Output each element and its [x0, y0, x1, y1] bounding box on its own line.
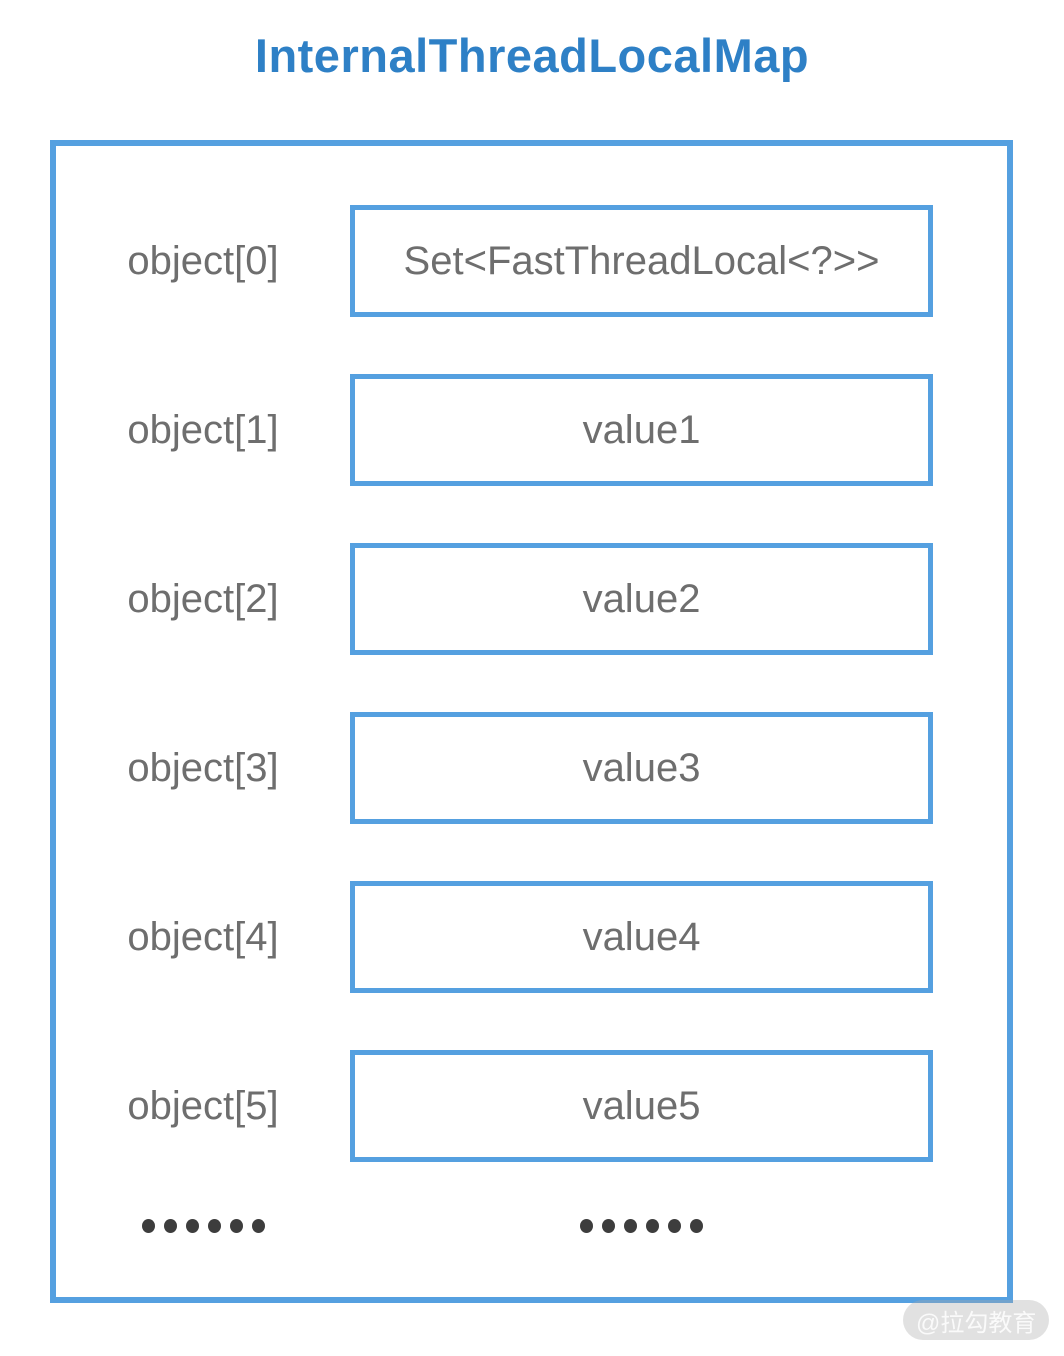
- ellipsis-dot: [646, 1219, 659, 1233]
- value-box: value2: [350, 543, 933, 655]
- internal-thread-local-map-container: object[0] Set<FastThreadLocal<?>> object…: [50, 140, 1013, 1303]
- array-index-label: object[1]: [127, 407, 279, 452]
- map-row: object[5] value5: [56, 1050, 1007, 1162]
- ellipsis-row: [56, 1219, 1007, 1233]
- ellipsis-dot: [668, 1219, 681, 1233]
- ellipsis-dot: [207, 1219, 221, 1233]
- ellipsis-labels-column: [56, 1219, 350, 1233]
- value-text: value3: [582, 745, 701, 790]
- array-index-label: object[2]: [127, 576, 279, 621]
- value-text: value1: [582, 407, 701, 452]
- array-index-label: object[4]: [127, 914, 279, 959]
- map-row: object[2] value2: [56, 543, 1007, 655]
- value-box: value3: [350, 712, 933, 824]
- value-text: value2: [582, 576, 701, 621]
- watermark-badge: @拉勾教育: [903, 1300, 1050, 1340]
- ellipsis-dot: [624, 1219, 637, 1233]
- ellipsis-dot: [580, 1219, 593, 1233]
- value-box: value5: [350, 1050, 933, 1162]
- map-row: object[3] value3: [56, 712, 1007, 824]
- value-box: Set<FastThreadLocal<?>>: [350, 205, 933, 317]
- ellipsis-values-column: [350, 1219, 933, 1233]
- ellipsis-dot: [602, 1219, 615, 1233]
- ellipsis-dot: [185, 1219, 199, 1233]
- map-row: object[1] value1: [56, 374, 1007, 486]
- page-title: InternalThreadLocalMap: [254, 29, 810, 82]
- ellipsis-dot: [229, 1219, 243, 1233]
- value-text: value4: [582, 914, 701, 959]
- array-index-label: object[3]: [127, 745, 279, 790]
- watermark-text: @拉勾教育: [916, 1309, 1037, 1337]
- map-row: object[4] value4: [56, 881, 1007, 993]
- array-index-label: object[5]: [127, 1083, 279, 1128]
- map-row: object[0] Set<FastThreadLocal<?>>: [56, 205, 1007, 317]
- ellipsis-dot: [163, 1219, 177, 1233]
- ellipsis-dot: [690, 1219, 703, 1233]
- map-rows: object[0] Set<FastThreadLocal<?>> object…: [56, 146, 1007, 1162]
- value-text: value5: [582, 1083, 701, 1128]
- ellipsis-dot: [251, 1219, 265, 1233]
- value-text: Set<FastThreadLocal<?>>: [403, 238, 880, 283]
- ellipsis-dot: [141, 1219, 155, 1233]
- value-box: value4: [350, 881, 933, 993]
- value-box: value1: [350, 374, 933, 486]
- array-index-label: object[0]: [127, 238, 279, 283]
